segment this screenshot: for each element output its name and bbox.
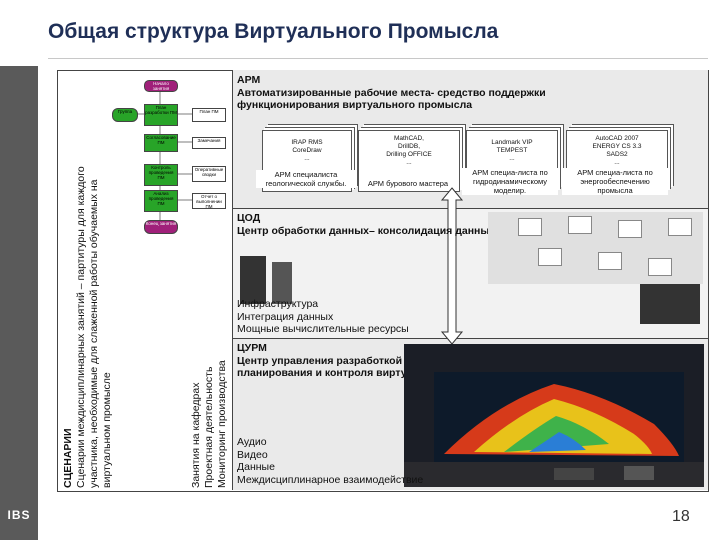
monitor-icon	[598, 252, 622, 270]
media-line: Аудио	[237, 436, 267, 448]
monitor-icon	[648, 258, 672, 276]
media-text: Аудио Видео Данные Междисциплинарное вза…	[237, 436, 423, 486]
scenarios-line: участника, необходимые для слаженной раб…	[88, 179, 100, 488]
station-software: MathCAD, DrillDB, Drilling OFFICE ...	[386, 135, 432, 166]
infra-line: Инфраструктура	[237, 298, 319, 310]
flow-remarks-doc: Замечания	[192, 137, 226, 149]
arm-desc: Автоматизированные рабочие места- средст…	[237, 86, 546, 99]
infra-line: Мощные вычислительные ресурсы	[237, 323, 409, 335]
cod-heading: ЦОД	[237, 212, 261, 224]
infra-text: Инфраструктура Интеграция данных Мощные …	[237, 298, 409, 336]
title-divider	[48, 58, 708, 59]
data-flow-arrow	[440, 187, 464, 345]
flow-group-node: Группа	[112, 108, 138, 122]
activity-line: Занятия на кафедрах	[190, 382, 202, 488]
server-rack-icon	[272, 262, 292, 304]
media-line: Данные	[237, 461, 275, 473]
arm-heading: АРМ	[237, 74, 261, 86]
scenarios-line: Сценарии междисциплинарных занятий – пар…	[75, 166, 87, 488]
flow-approval-node: Согласование ПМ	[144, 134, 178, 152]
server-rack-icon	[240, 256, 266, 304]
flow-analysis-node: Анализ проведения ПМ	[144, 190, 178, 212]
cod-text: ЦОД Центр обработки данных– консолидация…	[237, 212, 495, 237]
curm-heading: ЦУРМ	[237, 342, 267, 354]
network-diagram-image	[488, 212, 703, 284]
left-brand-bar	[0, 66, 38, 540]
media-line: Видео	[237, 448, 268, 461]
flow-start-node: Начало занятия	[144, 80, 178, 92]
cod-desc: Центр обработки данных– консолидация дан…	[237, 224, 496, 237]
flow-control-node: Контроль проведения ПМ	[144, 164, 178, 186]
column-divider	[232, 70, 233, 490]
panel-divider	[232, 338, 708, 339]
flowchart-connectors	[130, 90, 192, 222]
storage-array-icon	[640, 284, 700, 324]
flow-plan-node: План разработки ПМ	[144, 104, 178, 126]
arm-text: АРМ Автоматизированные рабочие места- ср…	[237, 74, 546, 112]
arm-desc: функционирования виртуального промысла	[237, 99, 473, 111]
activity-line: Мониторинг производства	[216, 360, 228, 488]
monitor-icon	[568, 216, 592, 234]
terrain-visualization	[404, 344, 704, 487]
station-software: Landmark VIP TEMPEST ...	[491, 139, 533, 162]
station-label: АРМ бурового мастера	[360, 179, 456, 188]
page-title: Общая структура Виртуального Промысла	[48, 20, 499, 43]
station-label: АРМ специа-листа по энергообеспечению пр…	[562, 168, 668, 195]
station-software: AutoCAD 2007 ENERGY CS 3.3 SADS2 ...	[592, 135, 642, 166]
scenarios-text: СЦЕНАРИИ Сценарии междисциплинарных заня…	[62, 68, 114, 488]
visualization-room-photo	[404, 344, 704, 487]
activities-text: Занятия на кафедрах Проектная деятельнос…	[190, 328, 229, 488]
flow-plan-doc: План ПМ	[192, 108, 226, 122]
station-label: АРМ специа-листа по гидродинамическому м…	[462, 168, 558, 195]
flow-end-node: Конец занятия	[144, 220, 178, 234]
monitor-icon	[538, 248, 562, 266]
flow-reports-doc: Оперативные сводки	[192, 166, 226, 182]
page-number: 18	[672, 508, 690, 525]
monitor-icon	[668, 218, 692, 236]
ibs-logo: IBS	[7, 508, 31, 522]
media-line: Междисциплинарное взаимодействие	[237, 473, 424, 486]
station-label: АРМ специалиста геологической службы.	[256, 170, 356, 188]
station-software: IRAP RMS CoreDraw ...	[291, 139, 323, 162]
activity-line: Проектная деятельность	[203, 366, 215, 488]
panel-divider	[232, 208, 708, 209]
infra-line: Интеграция данных	[237, 310, 334, 323]
monitor-icon	[618, 220, 642, 238]
flow-report-doc: Отчет о выполнении ПМ	[192, 193, 226, 209]
scenarios-heading: СЦЕНАРИИ	[62, 428, 74, 488]
monitor-icon	[518, 218, 542, 236]
